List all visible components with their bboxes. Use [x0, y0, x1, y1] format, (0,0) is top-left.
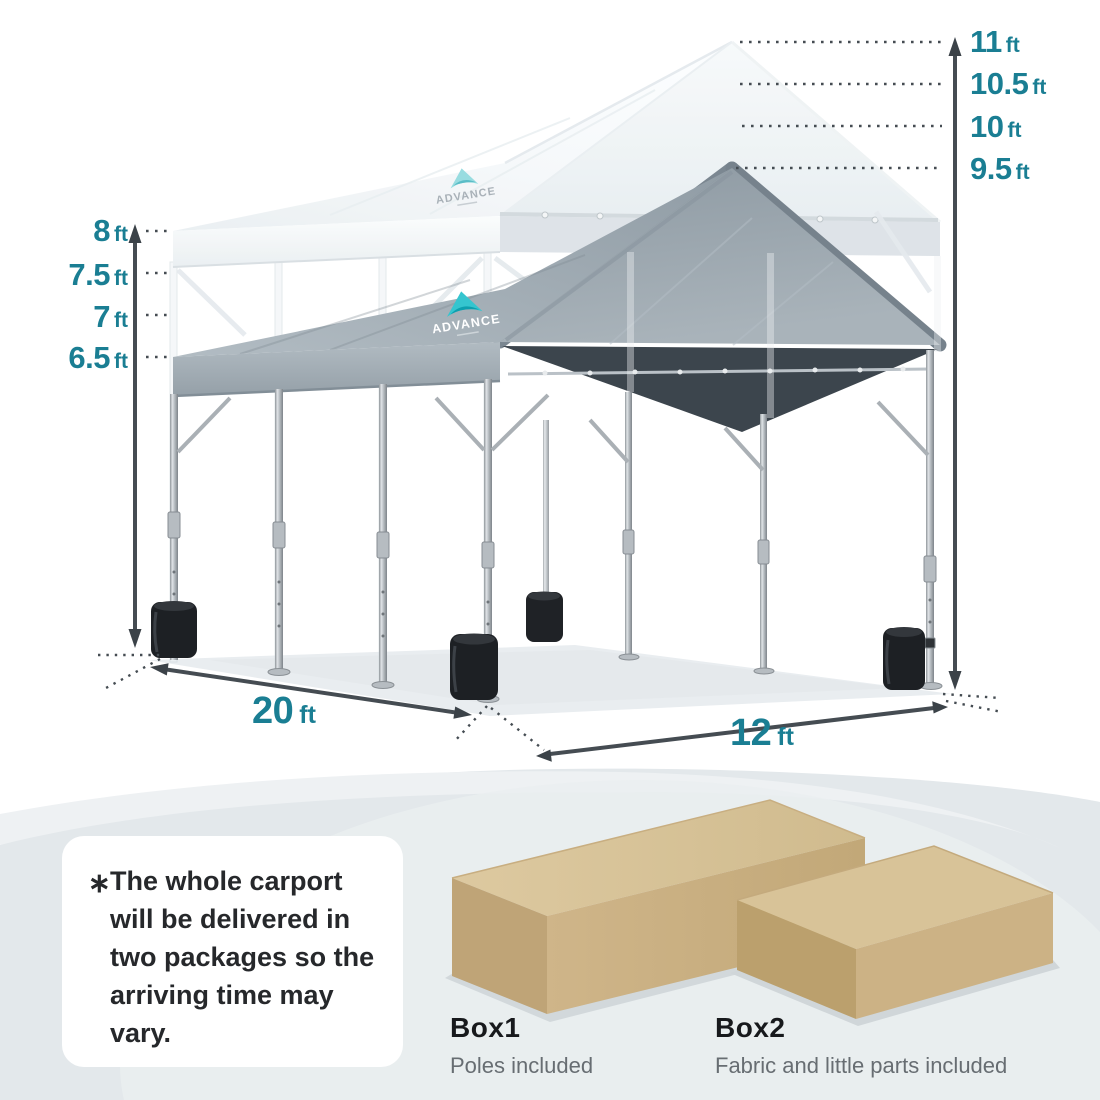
width-unit: ft — [777, 723, 794, 751]
width-value: 20 — [252, 690, 294, 732]
height-unit: ft — [114, 309, 128, 332]
height-unit: ft — [114, 223, 128, 246]
sandbag — [151, 601, 197, 658]
height-value: 7 — [93, 299, 110, 334]
height-arrow-right — [948, 37, 962, 690]
gray-valance-front — [173, 342, 500, 396]
gray-canopy: ADVANCE — [172, 161, 947, 432]
pole-sleeves — [167, 511, 937, 649]
height-unit: ft — [114, 267, 128, 290]
white-roof-left-slope — [173, 42, 732, 231]
box1-title: Box1 — [450, 1012, 521, 1043]
white-roof-gable — [500, 42, 940, 222]
box1-caption: Poles included — [450, 1053, 594, 1078]
delivery-note-text: ∗ The whole carport will be delivered in… — [88, 862, 388, 1052]
height-arrow-left — [128, 224, 142, 648]
sandbag — [883, 627, 925, 690]
box2-title: Box2 — [715, 1012, 786, 1043]
height-value: 8 — [93, 213, 110, 248]
box2-caption: Fabric and little parts included — [715, 1053, 1008, 1078]
width-label-12ft: 12 ft — [730, 712, 794, 755]
note-line: vary. — [110, 1018, 172, 1048]
height-label-10-5ft: 10.5 ft — [970, 66, 1046, 102]
height-value: 10.5 — [970, 66, 1029, 101]
box2-label: Box2 Fabric and little parts included — [715, 1012, 1007, 1079]
note-line: two packages so the — [110, 942, 375, 972]
note-line: arriving time may — [110, 980, 334, 1010]
height-label-7-5ft: 7.5 ft — [48, 257, 128, 293]
height-value: 10 — [970, 109, 1004, 144]
note-line: will be delivered in — [110, 904, 351, 934]
base-plates — [267, 653, 943, 703]
width-value: 12 — [730, 712, 772, 754]
braces — [176, 393, 930, 472]
sandbags — [151, 591, 925, 700]
sandbag — [450, 633, 498, 700]
height-label-7ft: 7 ft — [48, 299, 128, 335]
note-line: The whole carport — [110, 866, 343, 896]
height-value: 6.5 — [68, 340, 110, 375]
gray-roof-gable — [500, 168, 940, 345]
height-unit: ft — [1007, 119, 1022, 142]
width-arrow-12ft — [536, 701, 948, 762]
gray-roof-left-slope — [173, 168, 732, 357]
height-dotted-lines-right — [736, 40, 942, 170]
height-label-8ft: 8 ft — [48, 213, 128, 249]
underside-clamps — [542, 366, 906, 376]
height-label-6-5ft: 6.5 ft — [48, 340, 128, 376]
gray-canopy-underside — [502, 346, 938, 432]
height-unit: ft — [1015, 161, 1030, 184]
height-label-11ft: 11 ft — [970, 24, 1020, 60]
dimension-annotations — [98, 37, 1003, 762]
ghost-poles-right — [627, 252, 941, 418]
height-value: 7.5 — [68, 257, 110, 292]
white-valance-front — [173, 216, 500, 267]
height-value: 9.5 — [970, 151, 1012, 186]
height-unit: ft — [1005, 34, 1020, 57]
height-value: 11 — [970, 24, 1002, 59]
sandbag — [526, 591, 563, 642]
height-unit: ft — [114, 350, 128, 373]
box2-illustration — [730, 845, 1060, 1026]
delivery-note-card: ∗ The whole carport will be delivered in… — [62, 836, 403, 1067]
box1-label: Box1 Poles included — [450, 1012, 593, 1079]
height-label-10ft: 10 ft — [970, 109, 1021, 145]
height-unit: ft — [1032, 76, 1047, 99]
width-arrow-20ft — [150, 663, 472, 719]
pole-holes — [172, 570, 932, 638]
width-unit: ft — [299, 701, 316, 729]
poles — [167, 350, 943, 703]
width-label-20ft: 20 ft — [252, 690, 316, 733]
height-label-9-5ft: 9.5 ft — [970, 151, 1030, 187]
ground-dotted-guides — [98, 653, 1003, 751]
asterisk-marker: ∗ — [88, 868, 111, 898]
